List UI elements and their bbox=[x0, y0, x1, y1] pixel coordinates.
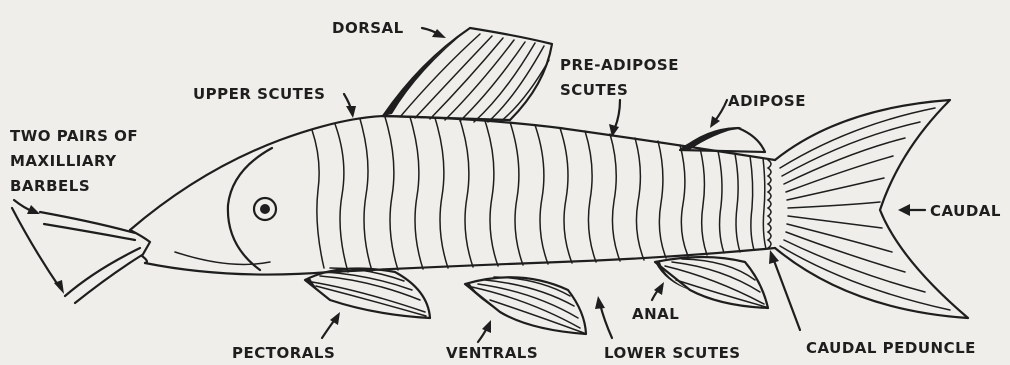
label-pectorals: PECTORALS bbox=[232, 344, 335, 362]
label-dorsal: DORSAL bbox=[332, 19, 404, 37]
label-pre-adipose-line1: PRE-ADIPOSE bbox=[560, 56, 679, 74]
label-barbels-line2: MAXILLIARY bbox=[10, 152, 117, 170]
fish-body bbox=[130, 116, 775, 275]
label-anal: ANAL bbox=[632, 305, 679, 323]
dorsal-fin bbox=[383, 28, 552, 122]
label-barbels-line3: BARBELS bbox=[10, 177, 90, 195]
label-upper-scutes: UPPER SCUTES bbox=[193, 85, 325, 103]
label-adipose: ADIPOSE bbox=[728, 92, 806, 110]
label-ventrals: VENTRALS bbox=[446, 344, 538, 362]
label-barbels-line1: TWO PAIRS OF bbox=[10, 127, 138, 145]
label-caudal-peduncle: CAUDAL PEDUNCLE bbox=[806, 339, 976, 357]
label-pre-adipose-line2: SCUTES bbox=[560, 81, 628, 99]
anal-fin bbox=[655, 257, 768, 308]
labels: DORSAL UPPER SCUTES PRE-ADIPOSE SCUTES A… bbox=[10, 19, 1001, 362]
label-caudal: CAUDAL bbox=[930, 202, 1001, 220]
barbels bbox=[40, 212, 142, 303]
ventral-fin bbox=[465, 277, 586, 334]
pectoral-fin bbox=[305, 268, 430, 318]
label-lower-scutes: LOWER SCUTES bbox=[604, 344, 741, 362]
